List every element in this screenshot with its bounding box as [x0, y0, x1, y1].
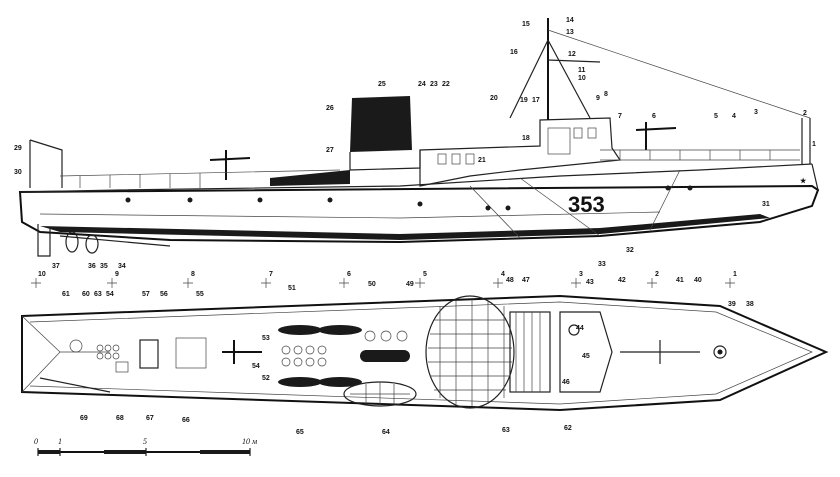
- scale-tick-5: 5: [143, 437, 147, 446]
- callout-8: 8: [604, 91, 608, 98]
- callout-34: 34: [118, 263, 126, 270]
- callout-10: 10: [578, 75, 586, 82]
- frame-3: 3: [579, 271, 583, 278]
- callout-37: 37: [52, 263, 60, 270]
- callout-19: 19: [520, 97, 528, 104]
- callout-59: 63: [94, 291, 102, 298]
- callout-4: 4: [732, 113, 736, 120]
- callout-54: 54: [252, 363, 260, 370]
- callout-60: 60: [82, 291, 90, 298]
- frame-10: 10: [38, 271, 46, 278]
- callout-32: 32: [626, 247, 634, 254]
- callout-39: 39: [728, 301, 736, 308]
- callout-52: 52: [262, 375, 270, 382]
- callout-46: 46: [562, 379, 570, 386]
- callout-35: 35: [100, 263, 108, 270]
- callout-64: 64: [382, 429, 390, 436]
- callout-36: 36: [88, 263, 96, 270]
- callout-54b: 54: [106, 291, 114, 298]
- side-profile: ★: [14, 17, 820, 270]
- callout-30: 30: [14, 169, 22, 176]
- callout-43: 43: [586, 279, 594, 286]
- frame-7: 7: [269, 271, 273, 278]
- frame-9: 9: [115, 271, 119, 278]
- callout-13: 13: [566, 29, 574, 36]
- callout-49: 49: [406, 281, 414, 288]
- callout-26: 26: [326, 105, 334, 112]
- callout-25: 25: [378, 81, 386, 88]
- callout-68: 68: [116, 415, 124, 422]
- scale-tick-0: 0: [34, 437, 38, 446]
- callout-57: 57: [142, 291, 150, 298]
- callout-9: 9: [596, 95, 600, 102]
- callout-20: 20: [490, 95, 498, 102]
- profile-labels: 1 2 3 4 5 6 7 8 9 10 11 12 13 14 15 16 1…: [14, 17, 816, 270]
- callout-61: 61: [62, 291, 70, 298]
- callout-23: 23: [430, 81, 438, 88]
- callout-31: 31: [762, 201, 770, 208]
- frame-6: 6: [347, 271, 351, 278]
- callout-11: 11: [578, 67, 586, 74]
- callout-33: 33: [598, 261, 606, 268]
- callout-45: 45: [582, 353, 590, 360]
- frame-5: 5: [423, 271, 427, 278]
- callout-66: 66: [182, 417, 190, 424]
- scale-tick-1: 1: [58, 437, 62, 446]
- callout-48: 48: [506, 277, 514, 284]
- callout-24: 24: [418, 81, 426, 88]
- scale-bar: 0 1 5 10 м: [34, 437, 257, 456]
- callout-6: 6: [652, 113, 656, 120]
- callout-41: 41: [676, 277, 684, 284]
- callout-51: 51: [288, 285, 296, 292]
- callout-42: 42: [618, 277, 626, 284]
- callout-14: 14: [566, 17, 574, 24]
- callout-50: 50: [368, 281, 376, 288]
- callout-3: 3: [754, 109, 758, 116]
- frame-labels: 1 2 3 4 5 6 7 8 9 10: [38, 271, 737, 278]
- callout-56: 56: [160, 291, 168, 298]
- callout-1: 1: [812, 141, 816, 148]
- frame-2: 2: [655, 271, 659, 278]
- callout-65: 65: [296, 429, 304, 436]
- frame-stations: [31, 278, 735, 288]
- frame-1: 1: [733, 271, 737, 278]
- callout-67: 67: [146, 415, 154, 422]
- callout-62: 62: [564, 425, 572, 432]
- callout-22: 22: [442, 81, 450, 88]
- plan-labels: 38 39 40 41 42 43 44 45 46 47 48 49 50 5…: [62, 277, 754, 436]
- plan-view: 38 39 40 41 42 43 44 45 46 47 48 49 50 5…: [21, 277, 829, 436]
- callout-17: 17: [532, 97, 540, 104]
- callout-63: 63: [502, 427, 510, 434]
- callout-47: 47: [522, 277, 530, 284]
- frame-4: 4: [501, 271, 505, 278]
- callout-2: 2: [803, 110, 807, 117]
- bow-star-icon: ★: [800, 177, 807, 185]
- callout-38: 38: [746, 301, 754, 308]
- callout-44: 44: [576, 325, 584, 332]
- callout-18: 18: [522, 135, 530, 142]
- callout-16: 16: [510, 49, 518, 56]
- callout-40: 40: [694, 277, 702, 284]
- callout-7: 7: [618, 113, 622, 120]
- callout-5: 5: [714, 113, 718, 120]
- frame-8: 8: [191, 271, 195, 278]
- callout-29: 29: [14, 145, 22, 152]
- hull-number: 353: [568, 192, 605, 217]
- scale-tick-10: 10 м: [242, 437, 257, 446]
- callout-12: 12: [568, 51, 576, 58]
- callout-27: 27: [326, 147, 334, 154]
- callout-55: 55: [196, 291, 204, 298]
- callout-69: 69: [80, 415, 88, 422]
- callout-21: 21: [478, 157, 486, 164]
- callout-15: 15: [522, 21, 530, 28]
- callout-53: 53: [262, 335, 270, 342]
